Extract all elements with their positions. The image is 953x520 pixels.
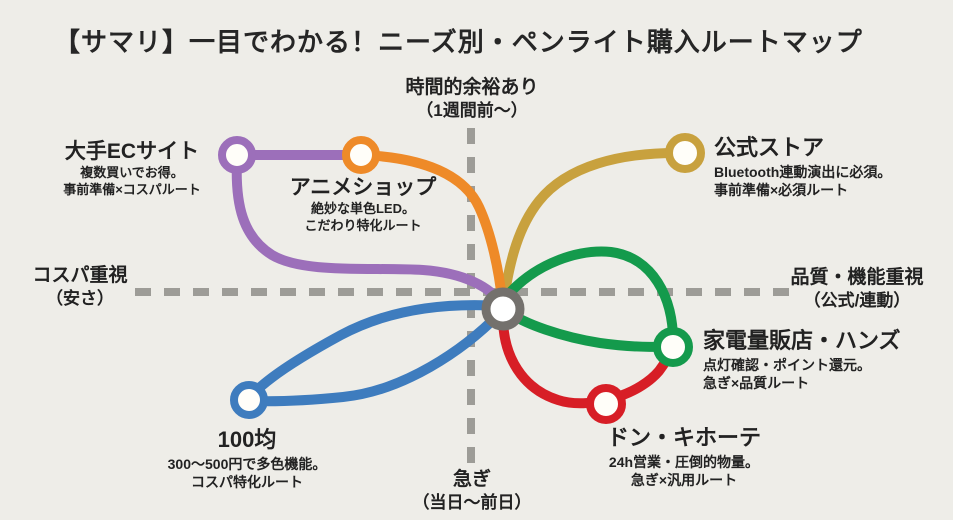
node-electronics-store: 家電量販店・ハンズ 点灯確認・ポイント還元。 急ぎ×品質ルート (703, 327, 901, 392)
node-electronics-store-desc1: 点灯確認・ポイント還元。 (703, 356, 871, 373)
node-donki-desc1: 24h営業・圧倒的物量。 (608, 453, 760, 470)
station-electronics-store (653, 327, 693, 367)
green-line-hub-electronics-loop (501, 246, 679, 352)
axis-label-urgent-sub: （当日〜前日） (412, 492, 532, 512)
gold-line-hub-to-official (499, 147, 688, 304)
purple-line-ec-to-hub (231, 155, 507, 310)
node-anime-shop-desc2: こだわり特化ルート (304, 218, 422, 234)
station-official-store (665, 133, 705, 173)
axis-label-cost-sub: （安さ） (45, 288, 114, 308)
node-official-store: 公式ストア Bluetooth連動演出に必須。 事前準備×必須ルート (714, 134, 891, 199)
central-hub-station (481, 287, 525, 331)
axis-label-time: 時間的余裕あり （1週間前〜） (405, 76, 538, 121)
node-hyakkin: 100均 300〜500円で多色機能。 コスパ特化ルート (168, 426, 327, 491)
page-title: 【サマリ】一目でわかる！ニーズ別・ペンライト購入ルートマップ (54, 27, 863, 57)
axis-label-quality-sub: （公式/連動） (803, 290, 911, 310)
red-line-hub-donki (498, 312, 676, 409)
node-official-store-name: 公式ストア (714, 135, 825, 160)
node-hyakkin-desc1: 300〜500円で多色機能。 (167, 455, 327, 472)
axis-label-cost: コスパ重視 （安さ） (32, 264, 127, 309)
node-anime-shop: アニメショップ 絶妙な単色LED。 こだわり特化ルート (290, 174, 437, 235)
node-anime-shop-desc1: 絶妙な単色LED。 (310, 201, 415, 217)
node-official-store-desc2: 事前準備×必須ルート (714, 181, 849, 198)
node-ec-site: 大手ECサイト 複数買いでお得。 事前準備×コスパルート (63, 138, 201, 199)
node-electronics-store-name: 家電量販店・ハンズ (703, 328, 901, 353)
node-anime-shop-name: アニメショップ (289, 176, 437, 199)
station-ec-site (218, 136, 256, 174)
node-ec-site-desc2: 事前準備×コスパルート (63, 182, 201, 198)
orange-line-anime-to-hub (358, 150, 507, 305)
axis-label-cost-main: コスパ重視 (32, 265, 128, 286)
axis-label-quality-main: 品質・機能重視 (790, 267, 924, 288)
axis-label-urgent-main: 急ぎ (452, 469, 491, 490)
node-hyakkin-name: 100均 (217, 427, 277, 452)
node-ec-site-desc1: 複数買いでお得。 (80, 165, 184, 181)
station-donki (586, 384, 626, 424)
axis-label-quality: 品質・機能重視 （公式/連動） (790, 266, 923, 311)
node-ec-site-name: 大手ECサイト (64, 140, 200, 163)
node-official-store-desc1: Bluetooth連動演出に必須。 (714, 163, 892, 180)
blue-line-hub-hyakkin-loop (246, 300, 507, 407)
node-electronics-store-desc2: 急ぎ×品質ルート (703, 374, 810, 391)
node-donki: ドン・キホーテ 24h営業・圧倒的物量。 急ぎ×汎用ルート (607, 424, 761, 489)
station-anime-shop (342, 136, 380, 174)
station-hyakkin (230, 381, 268, 419)
node-hyakkin-desc2: コスパ特化ルート (191, 473, 303, 490)
axis-label-time-sub: （1週間前〜） (416, 100, 528, 120)
node-donki-desc2: 急ぎ×汎用ルート (630, 471, 738, 488)
axis-label-urgent: 急ぎ （当日〜前日） (413, 468, 532, 513)
node-donki-name: ドン・キホーテ (606, 425, 762, 450)
axis-label-time-main: 時間的余裕あり (405, 77, 539, 98)
